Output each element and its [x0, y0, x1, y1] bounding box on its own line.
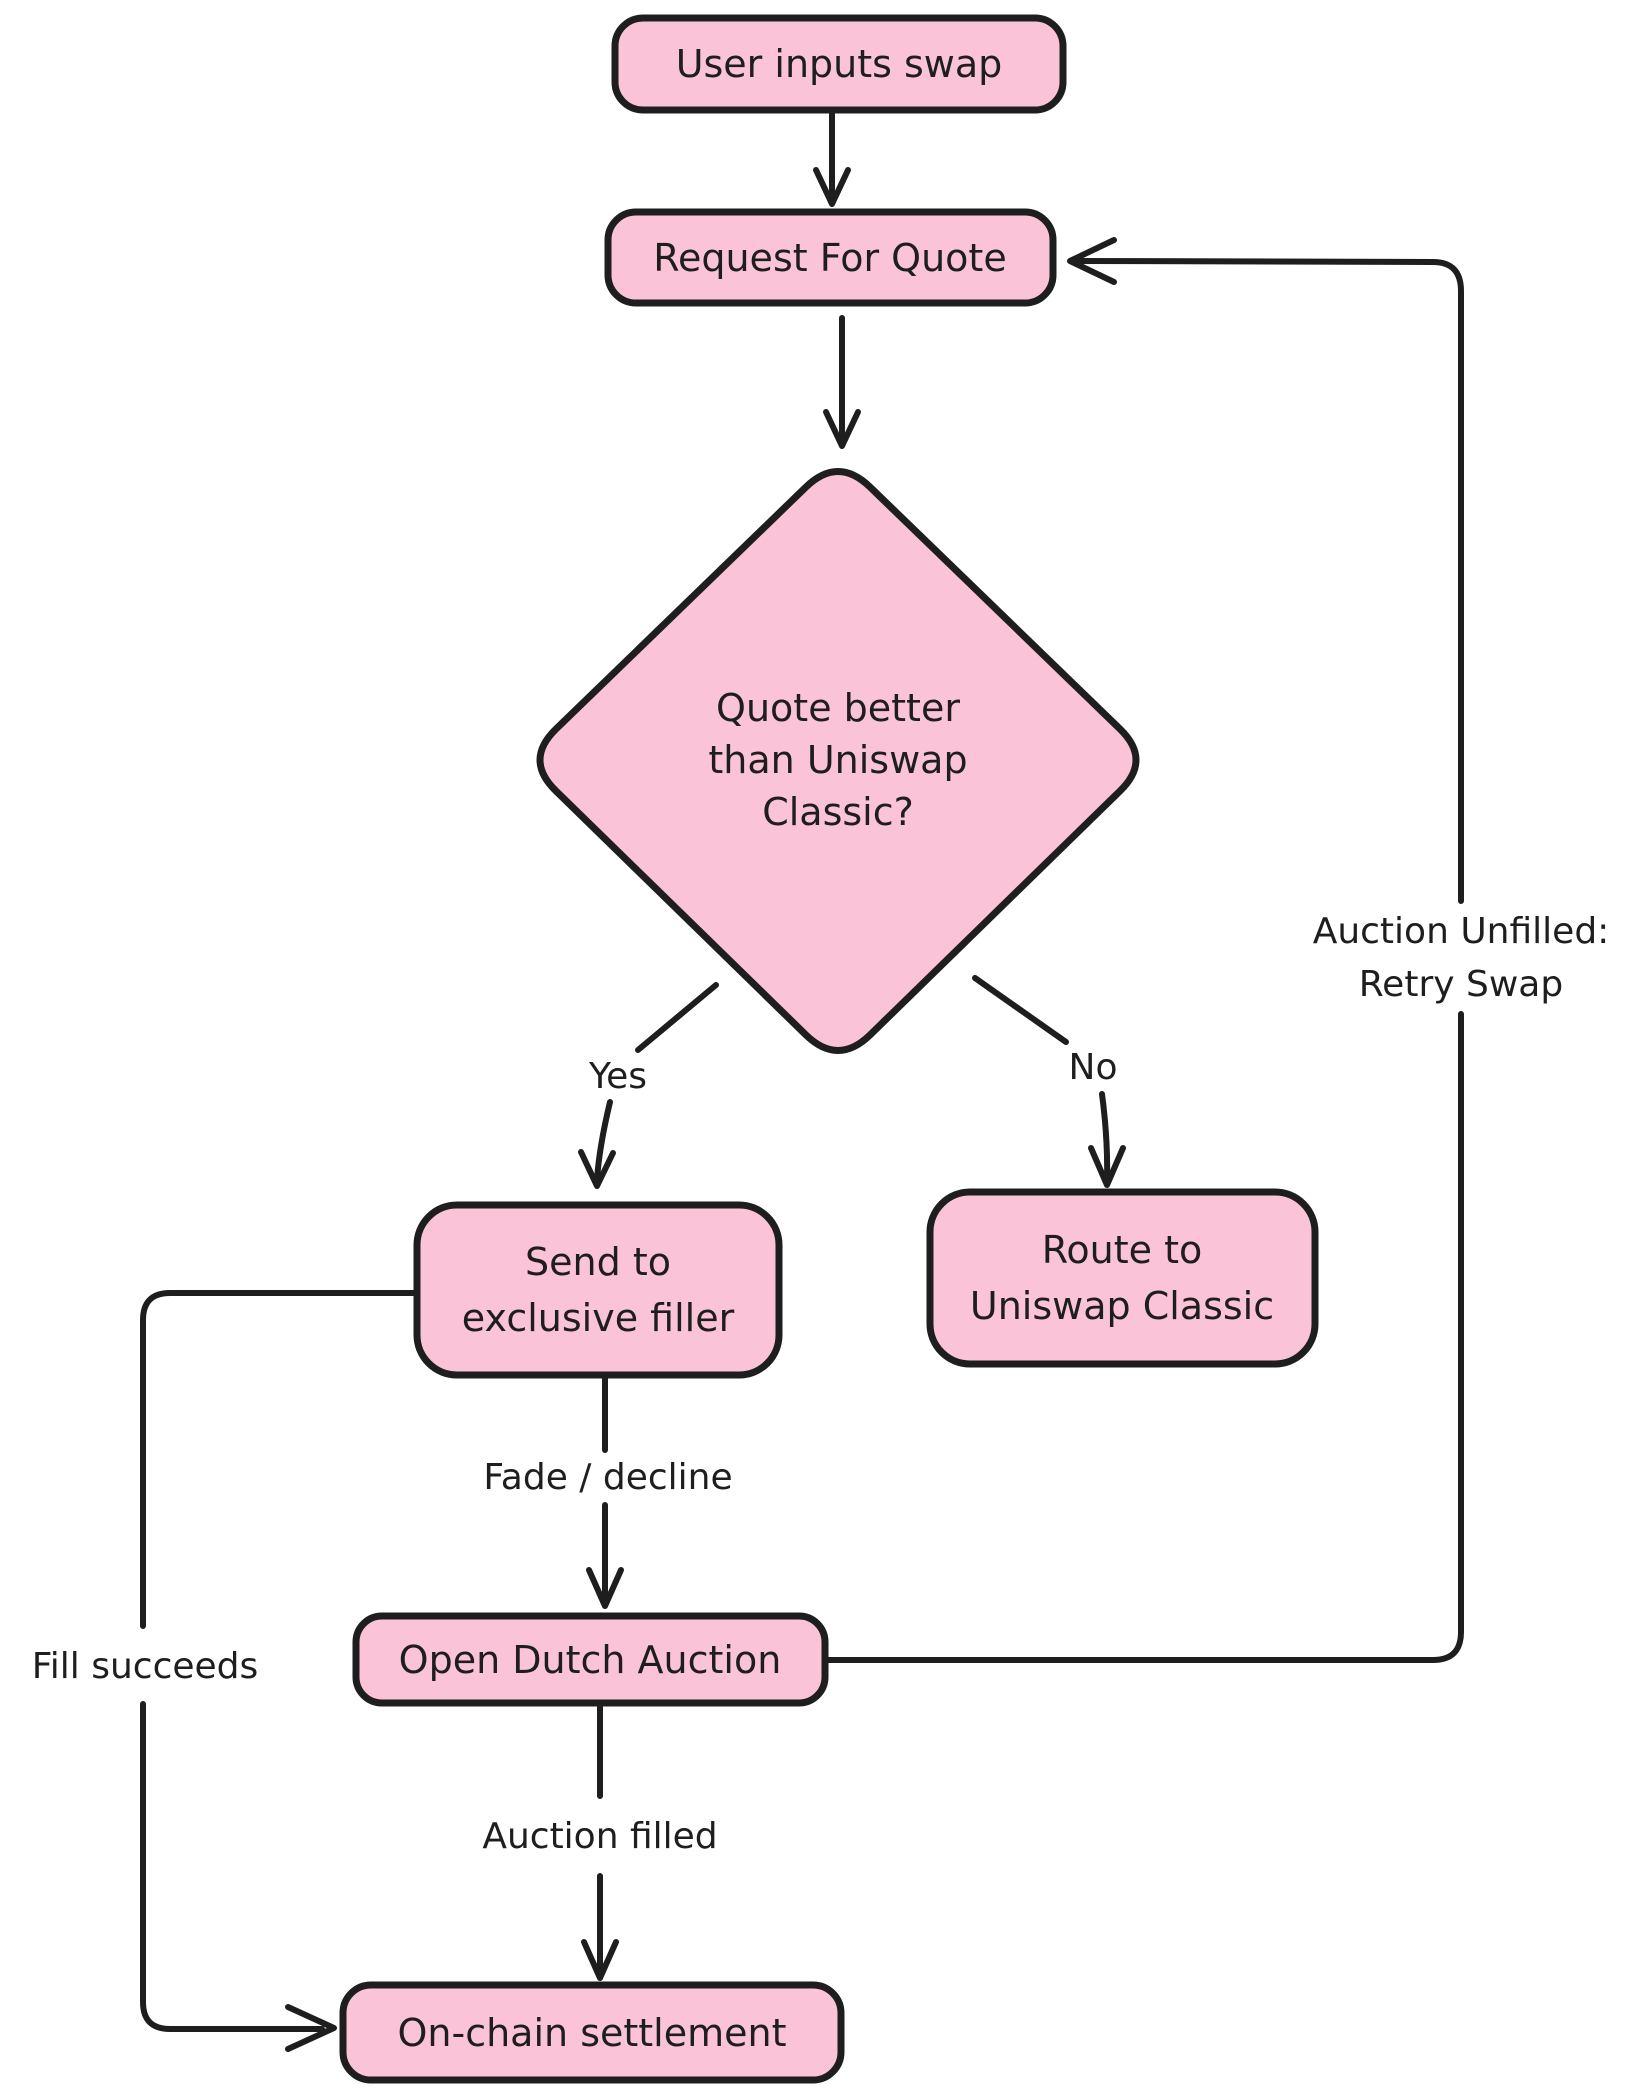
edge-decision-no-segment [972, 975, 1069, 1045]
node-on-chain-settlement: On-chain settlement [339, 1981, 845, 2084]
edge-fade-decline-arrowhead [586, 1567, 624, 1609]
node-open-dutch-auction-shape [352, 1612, 829, 1707]
edge-decision-yes: Yes [578, 982, 719, 1189]
edge-rfq-to-decision-arrowhead [823, 409, 861, 449]
node-user-inputs-swap: User inputs swap [611, 14, 1067, 114]
edge-label-fade-decline: Fade / decline [483, 1457, 732, 1498]
node-send-to-exclusive-filler-label-line2: exclusive filler [462, 1296, 735, 1340]
node-decision-quote-better: Quote better than Uniswap Classic? [536, 468, 1140, 1054]
edge-decision-yes-line [594, 1099, 613, 1183]
edge-decision-no-line [1099, 1091, 1111, 1182]
node-send-to-exclusive-filler: Send to exclusive filler [413, 1201, 783, 1379]
node-request-for-quote: Request For Quote [604, 208, 1057, 307]
edge-fill-succeeds-line-bottom [140, 1701, 325, 2032]
node-open-dutch-auction: Open Dutch Auction [352, 1612, 829, 1707]
node-route-to-uniswap-classic: Route to Uniswap Classic [926, 1188, 1319, 1368]
node-decision-label-line3: Classic? [762, 790, 914, 834]
edge-label-auction-unfilled-line1: Auction Unfilled: [1313, 911, 1610, 952]
edge-user-to-rfq [813, 109, 851, 207]
edge-fade-decline: Fade / decline [483, 1375, 733, 1609]
edge-label-fill-succeeds: Fill succeeds [32, 1646, 259, 1687]
edge-label-yes: Yes [588, 1056, 647, 1097]
edge-label-auction-filled: Auction filled [482, 1816, 717, 1857]
node-user-inputs-swap-label: User inputs swap [676, 42, 1003, 86]
node-on-chain-settlement-shape [339, 1981, 845, 2084]
edge-label-no: No [1069, 1047, 1118, 1088]
edge-label-auction-unfilled-line2: Retry Swap [1359, 964, 1563, 1005]
edge-fill-succeeds-arrowhead [285, 2004, 337, 2052]
node-decision-label-line1: Quote better [716, 686, 960, 730]
node-user-inputs-swap-shape [611, 14, 1067, 114]
node-request-for-quote-label: Request For Quote [653, 236, 1006, 280]
node-route-to-uniswap-classic-label-line2: Uniswap Classic [970, 1284, 1274, 1328]
edge-fill-succeeds-line-top [140, 1290, 420, 1629]
edge-fill-succeeds: Fill succeeds [32, 1290, 420, 2052]
edge-decision-yes-arrowhead [578, 1149, 616, 1189]
node-open-dutch-auction-label: Open Dutch Auction [399, 1638, 782, 1682]
node-route-to-uniswap-classic-label-line1: Route to [1042, 1228, 1203, 1272]
node-send-to-exclusive-filler-shape [413, 1201, 783, 1379]
edge-rfq-to-decision [823, 315, 861, 449]
edge-auction-filled-arrowhead [581, 1939, 619, 1981]
node-on-chain-settlement-label: On-chain settlement [398, 2011, 787, 2055]
edge-decision-yes-segment [635, 982, 719, 1053]
edge-auction-unfilled-line-top [1077, 258, 1464, 904]
node-route-to-uniswap-classic-shape [926, 1188, 1319, 1368]
edge-auction-unfilled-arrowhead [1067, 237, 1117, 285]
edge-decision-no: No [972, 975, 1126, 1188]
edge-auction-filled: Auction filled [482, 1704, 718, 1981]
edge-decision-no-arrowhead [1088, 1145, 1126, 1188]
node-decision-label-line2: than Uniswap [708, 738, 967, 782]
edge-auction-unfilled-retry: Auction Unfilled: Retry Swap [822, 237, 1610, 1663]
node-send-to-exclusive-filler-label-line1: Send to [525, 1240, 671, 1284]
node-decision-quote-better-shape [536, 468, 1140, 1054]
edge-auction-unfilled-line-bottom [822, 1011, 1464, 1663]
node-request-for-quote-shape [604, 208, 1057, 307]
edge-user-to-rfq-arrowhead [813, 167, 851, 207]
